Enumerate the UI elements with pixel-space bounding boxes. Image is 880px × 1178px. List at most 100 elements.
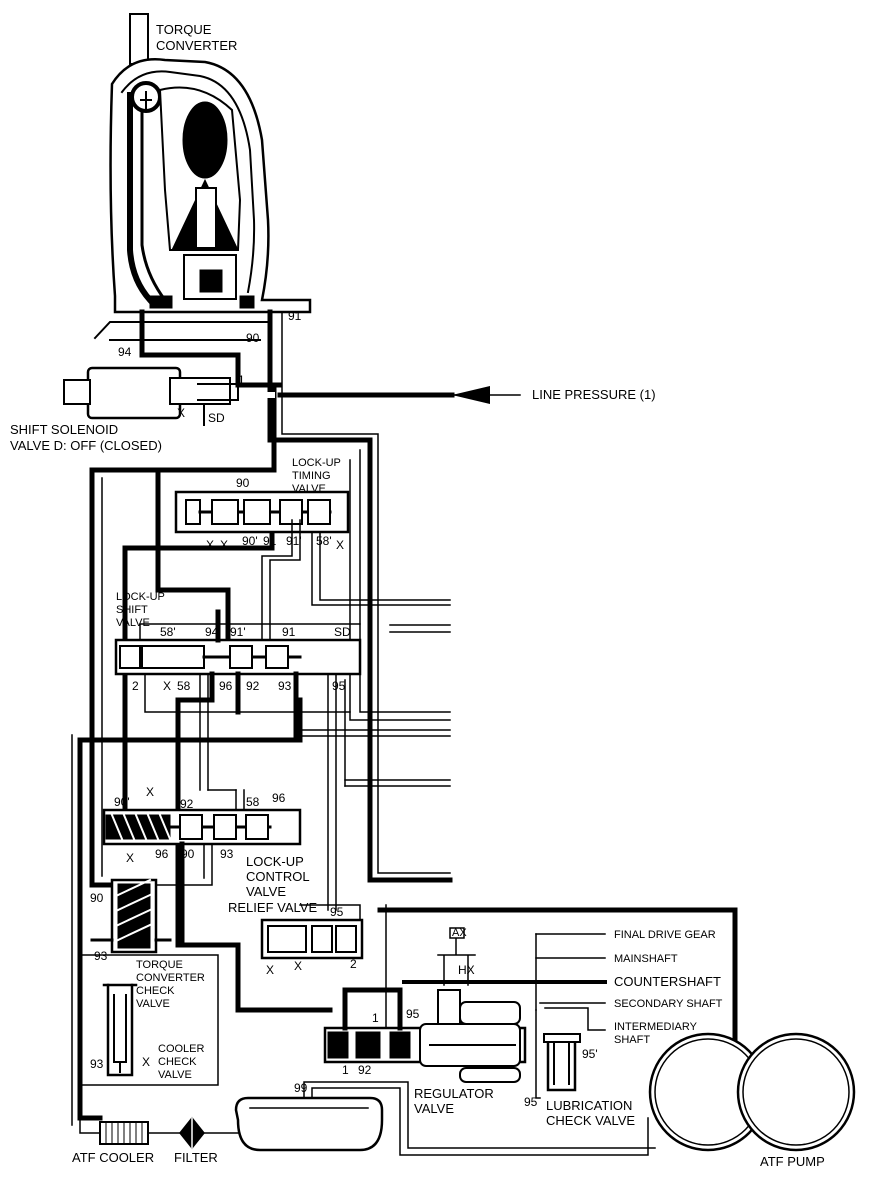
port-label: 99: [294, 1081, 308, 1095]
filter-label: FILTER: [174, 1150, 218, 1165]
port-label: X: [294, 959, 302, 973]
lockup-control-valve: [102, 808, 302, 846]
atf-cooler: [99, 1121, 149, 1145]
port-label: 92: [246, 679, 260, 693]
lockup-shift-label-3: VALVE: [116, 617, 150, 629]
port-label: 93: [278, 679, 292, 693]
lockup-shift-valve: [114, 623, 362, 713]
port-label: SD: [208, 411, 225, 425]
relief-valve: [260, 918, 364, 960]
tc-check-label-4: VALVE: [136, 998, 170, 1010]
port-label: HX: [458, 963, 475, 977]
torque-converter: [109, 13, 312, 314]
port-label: X: [146, 785, 154, 799]
lubrication-check-label-2: CHECK VALVE: [546, 1113, 635, 1128]
port-label: X: [266, 963, 274, 977]
strainer: [234, 1096, 384, 1152]
port-label: 90': [242, 534, 258, 548]
mainshaft-label: MAINSHAFT: [614, 953, 678, 965]
shift-solenoid-label-2: VALVE D: OFF (CLOSED): [10, 438, 162, 453]
lockup-timing-label-2: TIMING: [292, 470, 331, 482]
port-label: 58: [246, 795, 260, 809]
port-label: 91: [288, 309, 302, 323]
port-label: 96: [219, 679, 233, 693]
port-label: 1: [342, 1063, 349, 1077]
port-label: 58': [160, 625, 176, 639]
relief-valve-label: RELIEF VALVE: [228, 900, 317, 915]
tc-check-label-3: CHECK: [136, 985, 175, 997]
intermediary-shaft-label: INTERMEDIARY: [614, 1021, 698, 1033]
port-label: X: [220, 538, 228, 552]
port-label: 2: [350, 957, 357, 971]
intermediary-shaft-label-2: SHAFT: [614, 1034, 650, 1046]
atf-pump: [648, 1032, 856, 1152]
port-label: 90: [181, 847, 195, 861]
port-label: 93: [220, 847, 234, 861]
port-label: 58': [316, 534, 332, 548]
port-label: X: [177, 406, 185, 420]
port-label: SD: [334, 625, 351, 639]
port-label: 93: [94, 949, 108, 963]
filter: [179, 1116, 205, 1150]
port-label: X: [206, 538, 214, 552]
port-label: 91: [282, 625, 296, 639]
port-label: 95: [524, 1095, 538, 1109]
port-label: 92: [358, 1063, 372, 1077]
lockup-control-label: LOCK-UP: [246, 854, 304, 869]
lockup-timing-label: LOCK-UP: [292, 457, 341, 469]
shift-solenoid-label: SHIFT SOLENOID: [10, 422, 118, 437]
port-label: 90: [90, 891, 104, 905]
tc-check-valve: [90, 878, 172, 954]
lockup-timing-valve: [174, 490, 350, 534]
port-label: 91: [263, 534, 277, 548]
cooler-check-label-3: VALVE: [158, 1069, 192, 1081]
port-label: 90: [246, 331, 260, 345]
port-label: 92: [180, 797, 194, 811]
regulator-valve-label-2: VALVE: [414, 1101, 454, 1116]
port-label: 58: [177, 679, 191, 693]
port-label: AX: [452, 927, 467, 939]
port-label: 94: [118, 345, 132, 359]
port-label: 96: [272, 791, 286, 805]
atf-pump-label: ATF PUMP: [760, 1154, 825, 1169]
cooler-check-label: COOLER: [158, 1043, 205, 1055]
lubrication-check-valve: [543, 1033, 581, 1092]
port-label: 91': [286, 534, 302, 548]
port-label: 95: [332, 679, 346, 693]
port-label: 2: [132, 679, 139, 693]
lockup-control-label-3: VALVE: [246, 884, 286, 899]
cooler-check-label-2: CHECK: [158, 1056, 197, 1068]
shift-solenoid: [63, 366, 239, 426]
port-label: 94: [205, 625, 219, 639]
torque-converter-label: TORQUE: [156, 22, 212, 37]
port-label: 1: [238, 373, 245, 387]
cooler-check-valve: [102, 983, 138, 1077]
lockup-control-label-2: CONTROL: [246, 869, 310, 884]
port-label: X: [336, 538, 344, 552]
port-label: 95: [406, 1007, 420, 1021]
port-label: 90: [236, 476, 250, 490]
tc-check-label: TORQUE: [136, 959, 183, 971]
port-label: 95': [582, 1047, 598, 1061]
port-label: 91': [230, 625, 246, 639]
countershaft-label: COUNTERSHAFT: [614, 974, 721, 989]
port-label: 90': [114, 795, 130, 809]
port-label: 93: [90, 1057, 104, 1071]
lubrication-check-label: LUBRICATION: [546, 1098, 632, 1113]
lockup-timing-label-3: VALVE: [292, 483, 326, 495]
lockup-shift-label-2: SHIFT: [116, 604, 148, 616]
tc-check-label-2: CONVERTER: [136, 972, 205, 984]
port-label: 95: [330, 905, 344, 919]
lockup-shift-label: LOCK-UP: [116, 591, 165, 603]
port-label: X: [163, 679, 171, 693]
secondary-shaft-label: SECONDARY SHAFT: [614, 998, 723, 1010]
final-drive-gear-label: FINAL DRIVE GEAR: [614, 929, 716, 941]
port-label: X: [142, 1055, 150, 1069]
torque-converter-label-2: CONVERTER: [156, 38, 237, 53]
port-label: 96: [155, 847, 169, 861]
atf-cooler-label: ATF COOLER: [72, 1150, 154, 1165]
regulator-valve: [323, 989, 527, 1083]
port-label: X: [126, 851, 134, 865]
